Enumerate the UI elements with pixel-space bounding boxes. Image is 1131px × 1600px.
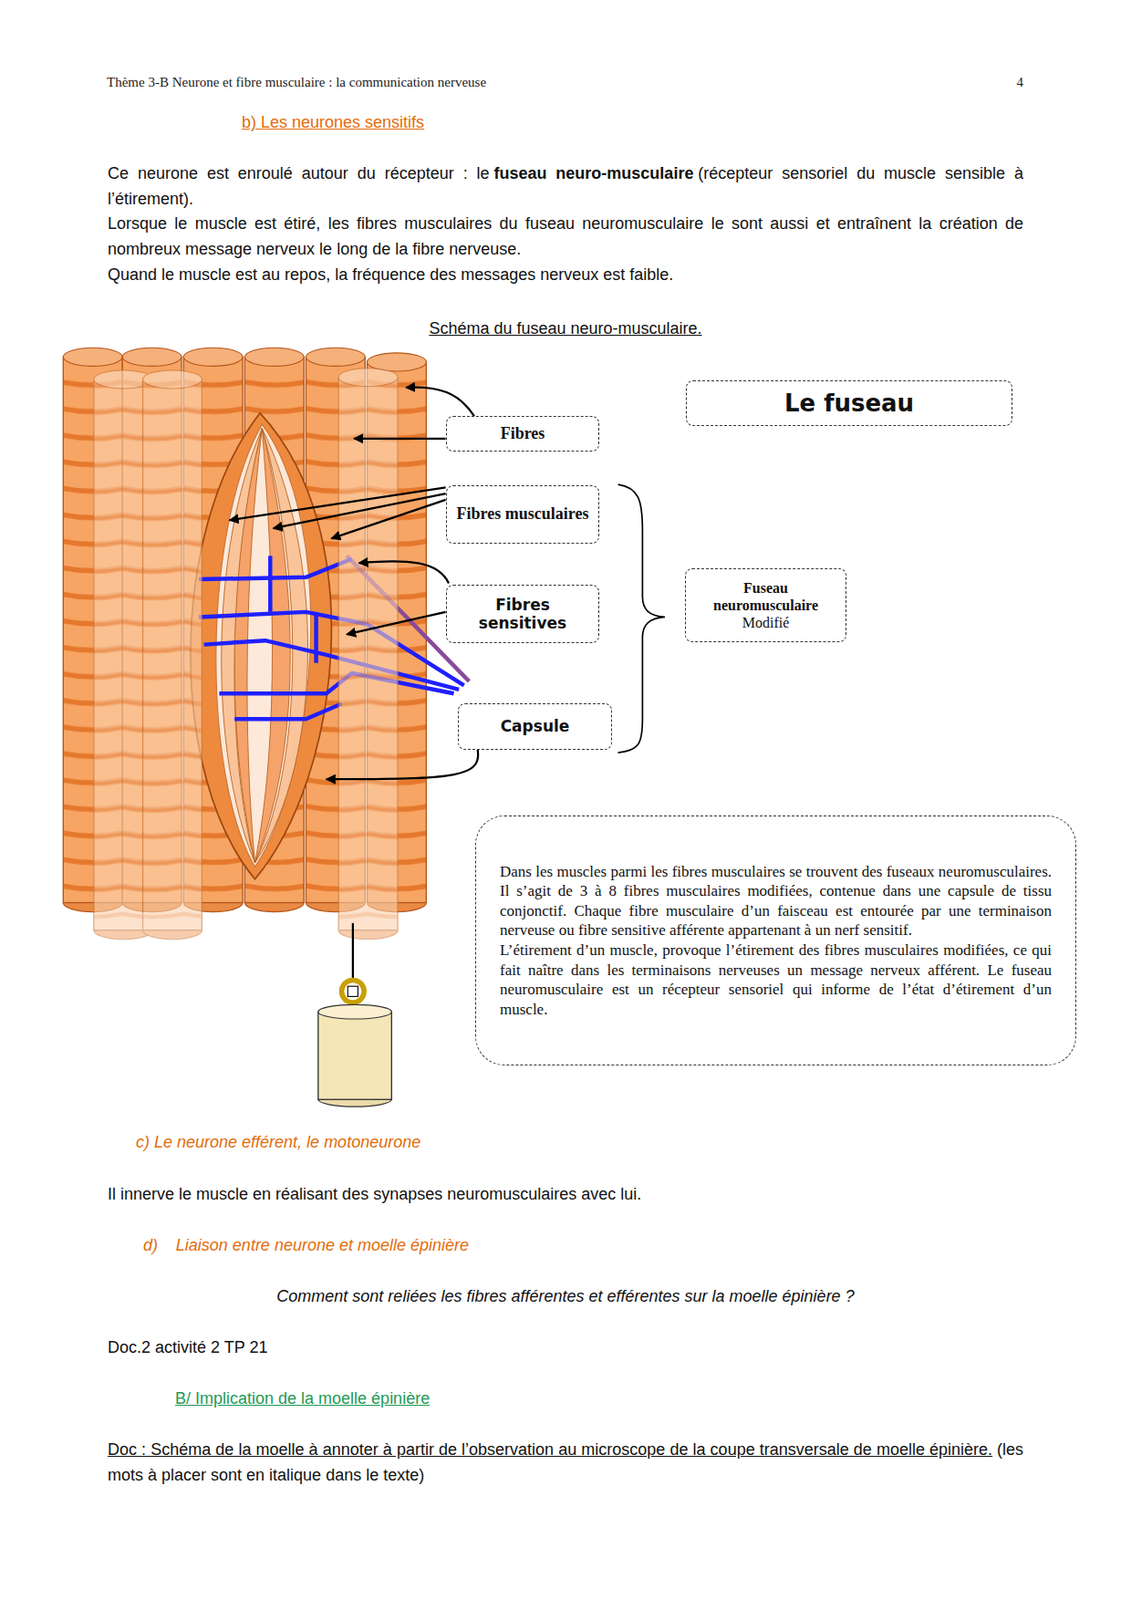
sensory-nerve-fibers <box>198 555 469 719</box>
text-paragraph: Doc.2 activité 2 TP 21 <box>107 1334 1024 1360</box>
text-label: fuseau neuro-musculaire <box>493 164 694 183</box>
muscle-fibers-back-part <box>122 347 182 366</box>
hanging-weight-part <box>352 923 354 981</box>
box-text: Fuseau neuromusculaire <box>693 579 839 614</box>
sensory-nerve-fibers-part <box>234 703 342 719</box>
text-paragraph: Quand le muscle est au repos, la fréquen… <box>107 261 1024 288</box>
muscle-fibers-back-part <box>305 347 365 366</box>
muscle-fibers-front-part <box>338 377 398 931</box>
neuromuscular-spindle-part <box>221 428 263 863</box>
muscle-fibers-back-part <box>62 347 123 366</box>
figure-title: Schéma du fuseau neuro-musculaire. <box>428 319 702 338</box>
leader-arrows-part <box>346 612 446 635</box>
text-label: Ce neurone est enroulé autour du récepte… <box>107 164 490 183</box>
hanging-weight-part <box>342 979 365 1003</box>
neuromuscular-spindle <box>190 413 332 880</box>
text-label: Liaison entre neurone et moelle épinière <box>176 1235 469 1255</box>
text-label: Thème 3-B Neurone et fibre musculaire : … <box>106 74 487 90</box>
text-label: c) Le neurone efférent, le motoneurone <box>135 1132 421 1152</box>
text-label: Quand le muscle est au repos, la fréquen… <box>107 265 674 284</box>
sensory-nerve-fibers-part <box>268 555 272 612</box>
text-paragraph: d) Liaison entre neurone et moelle épiniè… <box>143 1232 965 1258</box>
text-paragraph: Comment sont reliées les fibres afférent… <box>107 1283 1024 1309</box>
text-label: Lorsque le muscle est étiré, les fibres … <box>107 214 1024 259</box>
leader-arrows-part <box>331 499 446 539</box>
leader-arrows-part <box>273 493 447 529</box>
title-box: Le fuseau <box>685 380 1013 426</box>
label-box: Fuseau neuromusculaireModifié <box>684 568 847 643</box>
label-box: Capsule <box>457 703 613 750</box>
text-paragraph: B/ Implication de la moelle épinière <box>175 1385 997 1412</box>
sensory-nerve-fibers-part <box>313 612 318 664</box>
figure-title-block: Schéma du fuseau neuro-musculaire. <box>0 315 1131 342</box>
note-box: Dans les muscles parmi les fibres muscul… <box>475 815 1077 1066</box>
text-label: Comment sont reliées les fibres afférent… <box>276 1286 854 1306</box>
box-text: Dans les muscles parmi les fibres muscul… <box>499 861 1052 941</box>
text-label: Doc.2 activité 2 TP 21 <box>107 1338 268 1357</box>
text-paragraph: Lorsque le muscle est étiré, les fibres … <box>107 210 1024 262</box>
leader-arrows-part <box>405 387 475 417</box>
leader-arrows-part <box>359 560 449 583</box>
hanging-weight-part <box>347 985 358 997</box>
text-label: Il innerve le muscle en réalisant des sy… <box>107 1184 642 1204</box>
leader-arrows-part <box>326 747 478 780</box>
leader-arrows-part <box>353 437 447 440</box>
text-paragraph: Thème 3-B Neurone et fibre musculaire : … <box>106 69 928 95</box>
box-text: Le fuseau <box>784 389 914 417</box>
text-label: Doc : Schéma de la moelle à annoter à pa… <box>107 1440 993 1459</box>
muscle-fibers-back-part <box>244 347 304 366</box>
box-subtext: Modifié <box>742 613 790 632</box>
hanging-weight <box>318 923 393 1107</box>
muscle-fibers-back-part <box>183 347 243 366</box>
muscle-fibers-front-part <box>338 368 398 387</box>
muscle-fibers-front <box>93 368 398 940</box>
neuromuscular-spindle-part <box>216 424 312 867</box>
sensory-nerve-fibers-part <box>198 559 353 580</box>
text-label: 4 <box>1016 74 1025 90</box>
label-box: Fibres <box>446 415 600 452</box>
sensory-nerve-fibers-part <box>204 640 460 690</box>
text-paragraph: b) Les neurones sensitifs <box>241 109 789 135</box>
box-text: Capsule <box>500 716 571 736</box>
box-text: Fibres sensitives <box>454 595 592 633</box>
sensory-nerve-fibers-part <box>218 673 454 694</box>
muscle-fibers-front-part <box>143 379 203 931</box>
muscle-fibers-front-part <box>143 370 203 389</box>
text-label: d) <box>143 1235 158 1255</box>
sensory-nerve-fibers-part <box>198 612 465 686</box>
box-subtext: L’étirement d’un muscle, provoque l’étir… <box>499 940 1052 1019</box>
neuromuscular-spindle-part <box>190 413 332 880</box>
label-box: Fibres sensitives <box>446 584 600 644</box>
hanging-weight-part <box>318 1011 393 1100</box>
curly-brace-part <box>618 484 665 753</box>
curly-brace <box>618 484 665 753</box>
text-paragraph: 4 <box>985 69 1024 95</box>
hanging-weight-part <box>318 1004 393 1019</box>
text-paragraph: c) Le neurone efférent, le motoneurone <box>135 1129 957 1155</box>
leader-arrows <box>229 387 479 780</box>
text-paragraph: Doc : Schéma de la moelle à annoter à pa… <box>107 1436 1024 1488</box>
text-label: b) Les neurones sensitifs <box>241 113 425 132</box>
text-paragraph: Ce neurone est enroulé autour du récepte… <box>107 160 1024 212</box>
text-paragraph: Il innerve le muscle en réalisant des sy… <box>107 1181 1024 1207</box>
box-text: Fibres musculaires <box>456 504 590 525</box>
box-text: Fibres <box>500 424 546 445</box>
text-label: B/ Implication de la moelle épinière <box>175 1389 430 1408</box>
label-box: Fibres musculaires <box>446 485 600 544</box>
